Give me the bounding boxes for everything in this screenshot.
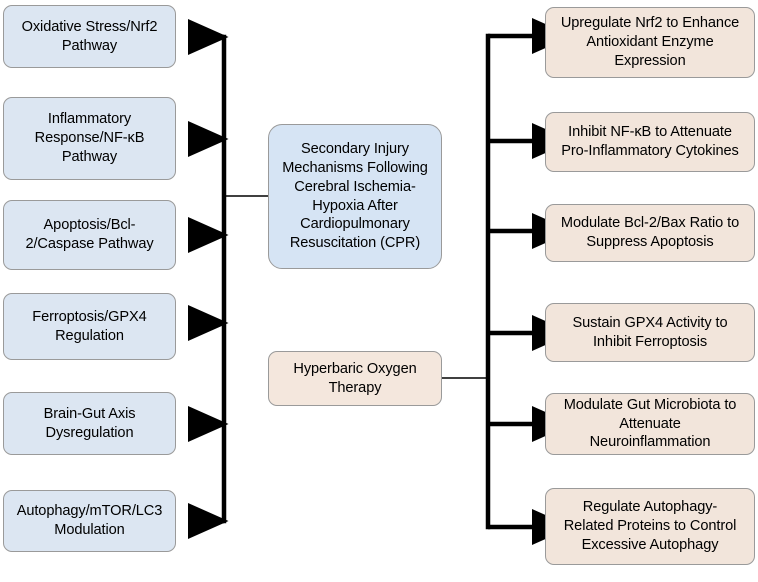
- node-mech-ferroptosis[interactable]: Ferroptosis/GPX4 Regulation: [3, 293, 176, 360]
- node-mech-inflammatory-response[interactable]: Inflammatory Response/NF-κB Pathway: [3, 97, 176, 180]
- node-label: Modulate Bcl-2/Bax Ratio to Suppress Apo…: [560, 215, 740, 250]
- node-int-autophagy-proteins[interactable]: Regulate Autophagy- Related Proteins to …: [545, 488, 755, 565]
- node-hub-secondary-injury[interactable]: Secondary Injury Mechanisms Following Ce…: [268, 124, 442, 269]
- node-label: Autophagy/mTOR/LC3 Modulation: [16, 503, 163, 538]
- node-label: Sustain GPX4 Activity to Inhibit Ferropt…: [572, 314, 728, 350]
- node-int-gut-microbiota[interactable]: Modulate Gut Microbiota to Attenuate Neu…: [545, 393, 755, 455]
- node-label: Inhibit NF-κB to Attenuate Pro-Inflammat…: [561, 124, 739, 159]
- node-label: Secondary Injury Mechanisms Following Ce…: [282, 140, 428, 252]
- node-mech-brain-gut-axis[interactable]: Brain-Gut Axis Dysregulation: [3, 392, 176, 455]
- node-mech-autophagy[interactable]: Autophagy/mTOR/LC3 Modulation: [3, 490, 176, 552]
- node-mech-oxidative-stress[interactable]: Oxidative Stress/Nrf2 Pathway: [3, 5, 176, 68]
- node-label: Ferroptosis/GPX4 Regulation: [32, 308, 147, 344]
- node-label: Inflammatory Response/NF-κB Pathway: [34, 111, 145, 165]
- node-label: Modulate Gut Microbiota to Attenuate Neu…: [563, 396, 737, 451]
- node-hub-hbot[interactable]: Hyperbaric Oxygen Therapy: [268, 351, 442, 406]
- node-mech-apoptosis[interactable]: Apoptosis/Bcl- 2/Caspase Pathway: [3, 200, 176, 270]
- node-label: Oxidative Stress/Nrf2 Pathway: [21, 18, 158, 54]
- node-label: Upregulate Nrf2 to Enhance Antioxidant E…: [560, 15, 740, 69]
- node-label: Hyperbaric Oxygen Therapy: [293, 360, 417, 396]
- node-int-inhibit-nfkb[interactable]: Inhibit NF-κB to Attenuate Pro-Inflammat…: [545, 112, 755, 172]
- node-label: Regulate Autophagy- Related Proteins to …: [563, 499, 737, 553]
- node-int-bcl2-bax[interactable]: Modulate Bcl-2/Bax Ratio to Suppress Apo…: [545, 204, 755, 262]
- node-int-upregulate-nrf2[interactable]: Upregulate Nrf2 to Enhance Antioxidant E…: [545, 7, 755, 78]
- node-int-gpx4[interactable]: Sustain GPX4 Activity to Inhibit Ferropt…: [545, 303, 755, 362]
- node-label: Brain-Gut Axis Dysregulation: [43, 405, 136, 441]
- node-label: Apoptosis/Bcl- 2/Caspase Pathway: [25, 217, 154, 252]
